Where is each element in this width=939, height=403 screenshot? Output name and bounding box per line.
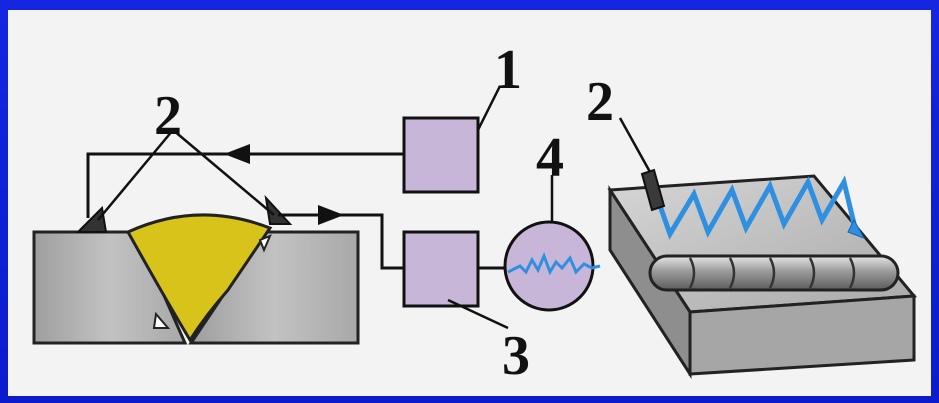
- weld-seam: [648, 254, 900, 292]
- defect-marker-bottom: [152, 311, 171, 329]
- receiver-wire: [278, 205, 404, 270]
- label-sensor-left: 2: [154, 85, 182, 147]
- leader-line-3: [447, 298, 509, 330]
- generator-wire: [86, 144, 404, 218]
- left-probe: [75, 205, 108, 233]
- leader-lines-2: [97, 129, 275, 221]
- plate-3d: [607, 117, 918, 380]
- arrow-right-icon: [318, 205, 344, 225]
- label-sensor-right: 2: [586, 71, 614, 133]
- scan-path: [655, 175, 859, 240]
- weld-cross-section: [32, 194, 360, 345]
- generator-box: [402, 116, 480, 194]
- arrow-left-icon: [224, 144, 250, 164]
- receiver-box: [402, 230, 480, 308]
- diagram-panel: 2 1 2 4 3: [8, 10, 931, 396]
- scan-arrow-icon: [847, 218, 866, 239]
- defect-marker-right: [258, 234, 272, 253]
- ultrasonic-testing-diagram: 2 1 2 4 3: [32, 39, 918, 387]
- leader-line-1: [476, 85, 502, 131]
- label-display: 4: [536, 127, 564, 189]
- label-receiver: 3: [502, 325, 530, 387]
- label-generator: 1: [494, 39, 522, 101]
- leader-line-2-right: [618, 117, 652, 173]
- weld-bead: [125, 213, 273, 343]
- oscilloscope-display: [503, 175, 601, 312]
- waveform: [507, 251, 601, 276]
